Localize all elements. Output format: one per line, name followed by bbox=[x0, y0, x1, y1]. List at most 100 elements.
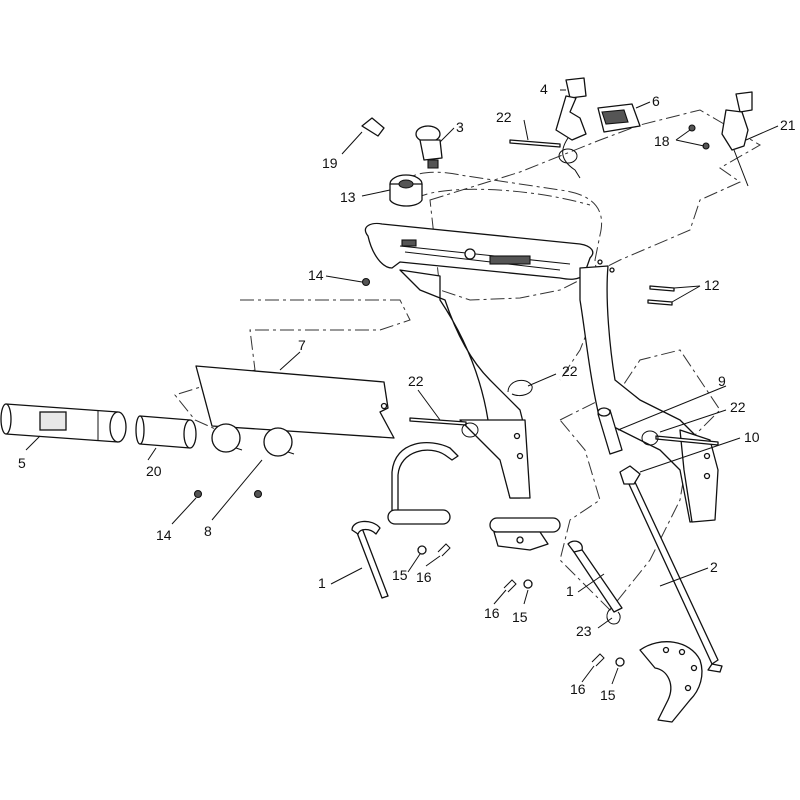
callout-10: 10 bbox=[744, 429, 760, 445]
callout-18: 18 bbox=[654, 133, 670, 149]
part-1-shift-rod-right bbox=[567, 540, 623, 613]
leader-12a bbox=[673, 285, 701, 289]
rod-1-right-hook bbox=[567, 540, 583, 553]
switch-body bbox=[419, 139, 443, 161]
callout-1a: 1 bbox=[318, 575, 326, 591]
console-detail-2 bbox=[404, 251, 561, 271]
leader-6 bbox=[635, 101, 651, 109]
spring-top bbox=[597, 407, 611, 417]
screw-18a bbox=[688, 124, 696, 132]
callout-20: 20 bbox=[146, 463, 162, 479]
bolt-hole-3 bbox=[703, 452, 711, 460]
leader-5 bbox=[25, 435, 41, 451]
washer-15a bbox=[417, 545, 427, 555]
callout-7: 7 bbox=[298, 337, 306, 353]
callout-23: 23 bbox=[576, 623, 592, 639]
clamp-8a-tab bbox=[235, 447, 243, 451]
callout-15b: 15 bbox=[512, 609, 528, 625]
tube-label bbox=[39, 411, 67, 431]
shaft-sleeve-right bbox=[489, 517, 561, 533]
part-u-bar bbox=[387, 442, 561, 551]
cam-hole-2 bbox=[690, 664, 698, 672]
console-slot-1 bbox=[401, 239, 417, 247]
leader-22a bbox=[523, 119, 529, 141]
part-13-housing bbox=[389, 174, 423, 207]
lever-21-rod bbox=[733, 149, 749, 187]
shield-hole bbox=[380, 402, 388, 410]
part-12-bolts bbox=[647, 285, 675, 306]
leader-22d bbox=[659, 409, 727, 433]
light-lens bbox=[601, 109, 629, 125]
part-22-pins bbox=[409, 139, 719, 446]
cam-hole-4 bbox=[662, 646, 670, 654]
switch-terminals bbox=[427, 159, 439, 169]
console-slot-2 bbox=[489, 255, 531, 265]
leader-10 bbox=[639, 437, 741, 473]
console-panel bbox=[364, 222, 594, 280]
housing-center bbox=[398, 179, 414, 189]
lever-cable bbox=[562, 137, 581, 179]
part-8-clamps bbox=[211, 423, 295, 457]
callout-16c: 16 bbox=[570, 681, 586, 697]
tube-left-end bbox=[0, 403, 12, 435]
sleeve-right-end bbox=[183, 419, 197, 449]
callout-15c: 15 bbox=[600, 687, 616, 703]
leader-9 bbox=[617, 385, 727, 431]
clip-16a bbox=[437, 543, 451, 557]
callout-14a: 14 bbox=[308, 267, 324, 283]
handle-frame bbox=[364, 222, 719, 523]
callout-15a: 15 bbox=[392, 567, 408, 583]
part-2-control-rod bbox=[627, 479, 723, 673]
clamp-8b-tab bbox=[287, 451, 295, 455]
part-7-shield bbox=[195, 365, 395, 439]
rod-1-left bbox=[355, 527, 389, 599]
bolt-12a bbox=[649, 285, 675, 292]
leader-22b bbox=[417, 389, 441, 421]
leader-20 bbox=[147, 447, 157, 461]
bolt-hole-2 bbox=[516, 452, 524, 460]
part-9-spring bbox=[597, 407, 623, 455]
leader-12b bbox=[671, 285, 701, 303]
pin-22-right-ring bbox=[641, 430, 659, 446]
callout-13: 13 bbox=[340, 189, 356, 205]
leader-7 bbox=[279, 351, 301, 371]
leader-13 bbox=[361, 189, 391, 197]
callout-4: 4 bbox=[540, 81, 548, 97]
leader-1a bbox=[330, 567, 363, 585]
leader-16c bbox=[581, 665, 595, 683]
rod-1-left-hook bbox=[351, 520, 381, 535]
leader-15a bbox=[407, 553, 421, 573]
sleeve-body bbox=[139, 415, 191, 449]
u-bar bbox=[391, 442, 459, 521]
phantom-upper-panel bbox=[429, 109, 761, 301]
sleeve-left-end bbox=[135, 415, 145, 445]
leader-15b bbox=[523, 589, 529, 605]
clamp-8a bbox=[211, 423, 241, 453]
cam-hole-3 bbox=[684, 684, 692, 692]
clip-16b bbox=[503, 579, 517, 593]
tube-right-end bbox=[109, 411, 127, 443]
leader-19 bbox=[341, 131, 363, 155]
pin-22-left bbox=[409, 417, 467, 426]
leader-14b bbox=[171, 497, 197, 525]
clamp-8b bbox=[263, 427, 293, 457]
console-detail-1 bbox=[399, 245, 571, 265]
callout-5: 5 bbox=[18, 455, 26, 471]
lower-rear-bracket bbox=[679, 429, 719, 523]
part-3-key-switch bbox=[415, 125, 443, 169]
callout-14b: 14 bbox=[156, 527, 172, 543]
nut-14a bbox=[361, 277, 371, 287]
leader-8 bbox=[211, 459, 263, 521]
leader-lines bbox=[25, 89, 779, 685]
phantom-right-panel bbox=[559, 349, 721, 611]
callout-8: 8 bbox=[204, 523, 212, 539]
leader-3 bbox=[439, 127, 455, 143]
callout-6: 6 bbox=[652, 93, 660, 109]
callout-19: 19 bbox=[322, 155, 338, 171]
callout-16a: 16 bbox=[416, 569, 432, 585]
phantom-handle-outline bbox=[404, 171, 603, 381]
nut-14c bbox=[253, 489, 263, 499]
part-18-screws bbox=[688, 124, 710, 150]
bolt-12b bbox=[647, 299, 673, 306]
